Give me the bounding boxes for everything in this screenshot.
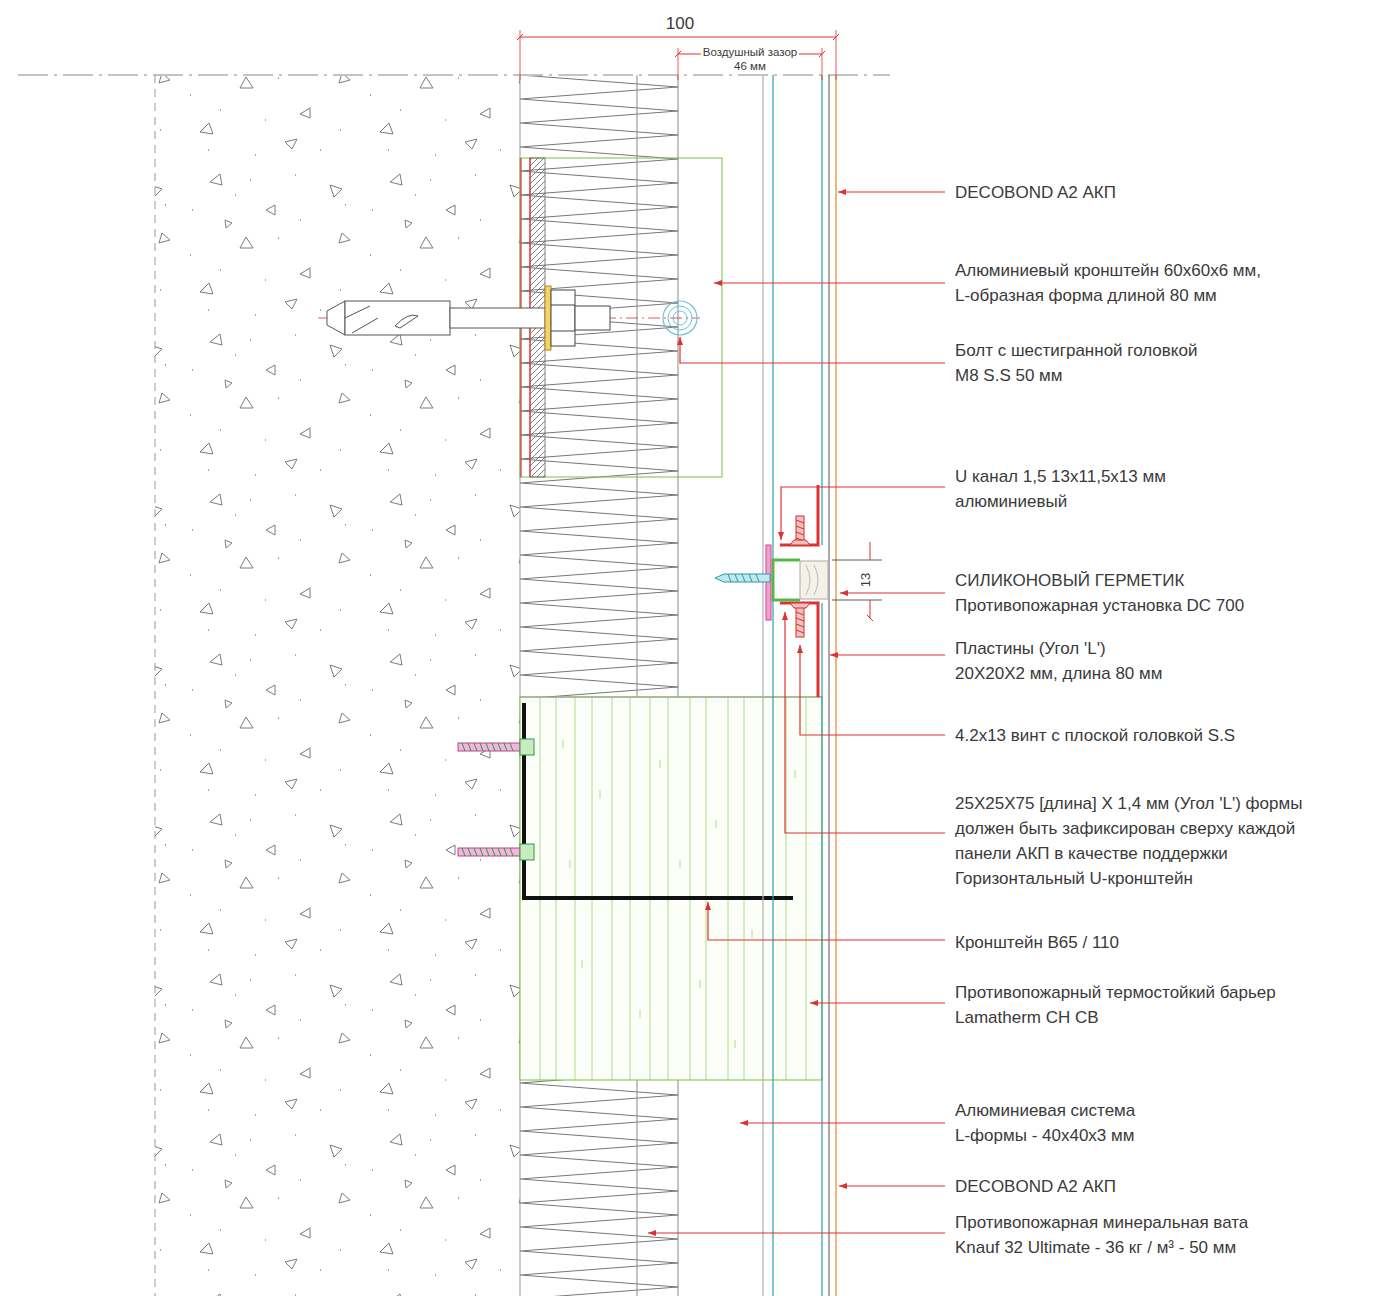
leader-line <box>740 1122 945 1123</box>
channel-screw <box>715 574 770 582</box>
screw-head <box>520 739 534 755</box>
silicone-sealant <box>800 561 828 599</box>
panel-core <box>829 75 830 1296</box>
concrete-wall <box>155 76 520 1296</box>
u-channel <box>773 560 800 600</box>
sealant-texture <box>806 565 818 595</box>
screw-shank <box>796 605 804 637</box>
wall-screw <box>458 844 534 860</box>
screw-thread <box>796 612 804 633</box>
angle-plate <box>780 485 818 545</box>
bolt-core <box>673 311 687 325</box>
screw-head <box>790 540 810 545</box>
leader-line <box>708 902 945 940</box>
screw-shank <box>715 574 770 582</box>
leader-line <box>800 645 945 735</box>
callout-text: Алюминиевый кронштейн 60х60х6 мм, L-обра… <box>955 258 1263 308</box>
bolt-shaft <box>450 308 545 328</box>
profile-line <box>762 75 763 1296</box>
leader-line <box>838 191 945 192</box>
panel-screw <box>790 603 810 637</box>
dim-extension <box>520 30 836 80</box>
b65-bracket <box>524 703 793 898</box>
leader-line <box>840 592 945 593</box>
callout-text: Пластины (Угол 'L') 20X20X2 мм, длина 80… <box>955 636 1165 686</box>
screw-thread <box>728 574 759 582</box>
screw-head <box>790 603 810 608</box>
dimension-value: 13 <box>859 571 874 589</box>
mineral-wool-lower <box>520 1080 678 1296</box>
nut-facets <box>551 305 575 331</box>
callout-text: U канал 1,5 13x11,5x13 мм алюминиевый <box>955 464 1189 514</box>
callout-text: Кронштейн B65 / 110 <box>955 930 1119 955</box>
aluminium-bracket <box>520 158 722 477</box>
leader-line <box>714 282 945 283</box>
leader-line <box>839 1185 945 1186</box>
angle-plate <box>780 603 818 697</box>
dimension-note: Воздушный зазор <box>701 46 799 59</box>
profile-line <box>772 75 773 1296</box>
dimension-value: 100 <box>664 14 696 34</box>
barrier-dashes <box>563 740 795 1048</box>
barrier-top <box>520 697 822 698</box>
panel-line <box>821 75 822 1296</box>
dimension-value: 46 мм <box>732 60 768 73</box>
dim-extension <box>832 560 882 600</box>
callout-text: 4.2x13 винт с плоской головкой S.S <box>955 723 1235 748</box>
leader-line <box>680 337 945 363</box>
leader-line <box>781 487 945 540</box>
hex-nut <box>551 290 575 346</box>
callout-text: Болт с шестигранной головкой M8 S.S 50 м… <box>955 338 1200 388</box>
screw-shank <box>458 848 520 856</box>
screw-head <box>520 844 534 860</box>
insulation-lines <box>637 75 678 1296</box>
anchor-slot <box>345 306 418 333</box>
wall-screw <box>458 739 534 755</box>
anchor-sleeve <box>345 301 450 335</box>
screw-thread <box>462 743 513 751</box>
callout-text: Противопожарная минеральная вата Knauf 3… <box>955 1210 1251 1260</box>
bolt-head <box>668 306 692 330</box>
leader-line <box>830 654 945 655</box>
callout-text: СИЛИКОНОВЫЙ ГЕРМЕТИК Противопожарная уст… <box>955 568 1247 618</box>
bolt-end <box>575 306 610 330</box>
panel-face <box>835 75 836 1296</box>
washer <box>545 286 551 350</box>
leader-line <box>785 612 945 833</box>
callout-text: 25X25X75 [длина] X 1,4 мм (Угол 'L') фор… <box>955 791 1305 891</box>
anchor-cone <box>327 301 345 335</box>
callout-text: DECOBOND A2 АКП <box>955 1174 1116 1199</box>
panel-screw <box>790 516 810 545</box>
fire-barrier <box>520 697 822 1080</box>
leader-lines <box>648 192 945 1233</box>
leader-line <box>810 1002 945 1003</box>
screw-thread <box>796 520 804 541</box>
datum-line <box>18 75 890 76</box>
callout-text: Алюминиевая система L-формы - 40x40x3 мм <box>955 1098 1138 1148</box>
callout-text: Противопожарный термостойкий барьер Lama… <box>955 980 1278 1030</box>
mineral-wool-upper <box>520 76 678 697</box>
screw-thread <box>462 848 513 856</box>
dim-line <box>520 37 836 38</box>
screw-shank <box>458 743 520 751</box>
callout-text: DECOBOND A2 АКП <box>955 180 1116 205</box>
bolt-hole <box>663 301 697 335</box>
leader-line <box>648 1232 945 1233</box>
screw-shank <box>796 516 804 543</box>
barrier-fibres <box>540 697 806 1080</box>
